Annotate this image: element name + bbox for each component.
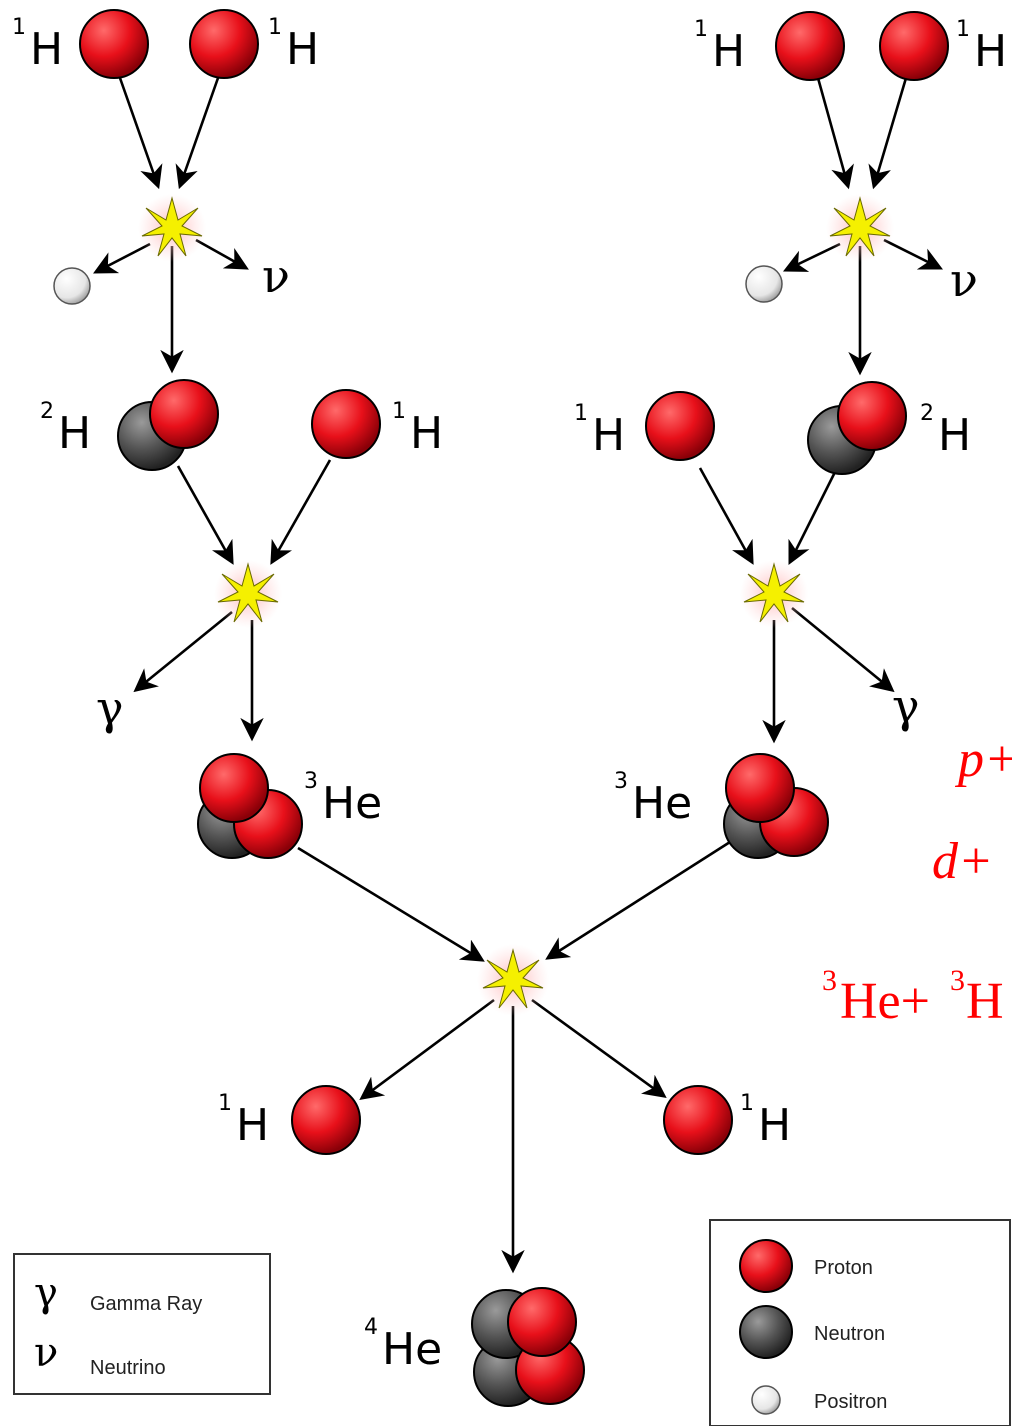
svg-text:3: 3	[614, 769, 628, 794]
proton-particle	[663, 1085, 733, 1155]
fusion-spark	[214, 560, 282, 628]
legend-neutron-label: Neutron	[814, 1323, 885, 1345]
isotope-label: 1 H	[574, 401, 625, 461]
equation-line-3: 3 He+ 3 H	[822, 964, 1004, 1030]
svg-text:2: 2	[920, 401, 934, 426]
proton-particle	[291, 1085, 361, 1155]
svg-text:H: H	[30, 24, 63, 75]
svg-text:1: 1	[268, 15, 282, 40]
svg-text:1: 1	[12, 15, 26, 40]
fusion-spark	[138, 194, 206, 262]
legend-positron-icon	[751, 1385, 781, 1415]
svg-text:He: He	[322, 778, 382, 829]
legend-proton-label: Proton	[814, 1257, 873, 1279]
neutrino-symbol: ν	[262, 249, 290, 303]
svg-text:2: 2	[40, 399, 54, 424]
gamma-symbol: γ	[892, 679, 920, 733]
isotope-label: 1 H	[268, 15, 319, 75]
proton-particle	[645, 391, 715, 461]
proton-particle	[189, 9, 259, 79]
legend-gamma-symbol: γ	[34, 1270, 58, 1316]
helium3-nucleus	[197, 753, 303, 859]
svg-text:3: 3	[304, 769, 318, 794]
svg-text:H: H	[966, 973, 1004, 1030]
legend-gamma-label: Gamma Ray	[90, 1293, 202, 1315]
svg-text:He+: He+	[840, 973, 930, 1030]
proton-particle	[775, 11, 845, 81]
fusion-spark	[740, 560, 808, 628]
isotope-label: 1 H	[956, 17, 1007, 77]
equation-line-1: p+	[954, 731, 1012, 788]
legend-neutrino-symbol: ν	[34, 1330, 58, 1376]
neutrino-symbol: ν	[950, 253, 978, 307]
svg-text:1: 1	[218, 1091, 232, 1116]
legend-neutrino-label: Neutrino	[90, 1357, 166, 1379]
svg-text:H: H	[974, 26, 1007, 77]
legend-positron-label: Positron	[814, 1391, 887, 1413]
svg-text:He: He	[632, 778, 692, 829]
fusion-spark	[477, 944, 549, 1016]
isotope-label: 3 He	[614, 769, 692, 829]
svg-text:4: 4	[364, 1315, 378, 1340]
legend-particles: Proton Neutron Positron	[709, 1219, 1011, 1426]
svg-text:H: H	[712, 26, 745, 77]
helium3-nucleus	[723, 753, 829, 859]
isotope-label: 1 H	[12, 15, 63, 75]
reaction-arrows	[93, 77, 943, 1274]
legend-radiation: γ Gamma Ray ν Neutrino	[13, 1253, 271, 1395]
positron-particle	[745, 265, 783, 303]
svg-text:1: 1	[574, 401, 588, 426]
svg-text:H: H	[286, 24, 319, 75]
isotope-label: 4 He	[364, 1315, 442, 1375]
svg-text:3: 3	[950, 964, 965, 997]
isotope-label: 1 H	[694, 17, 745, 77]
svg-text:H: H	[410, 408, 443, 459]
isotope-label: 1 H	[740, 1091, 791, 1151]
equation-line-2: d+	[932, 833, 993, 890]
isotope-label: 3 He	[304, 769, 382, 829]
fusion-spark	[826, 194, 894, 262]
svg-text:1: 1	[392, 399, 406, 424]
deuterium-nucleus	[117, 379, 219, 471]
svg-text:H: H	[236, 1100, 269, 1151]
gamma-symbol: γ	[96, 681, 124, 735]
legend-proton-icon	[739, 1239, 793, 1293]
svg-text:H: H	[938, 410, 971, 461]
isotope-label: 2 H	[40, 399, 91, 459]
helium4-nucleus	[471, 1287, 585, 1407]
svg-text:1: 1	[956, 17, 970, 42]
isotope-label: 1 H	[392, 399, 443, 459]
proton-particle	[879, 11, 949, 81]
positron-particle	[53, 267, 91, 305]
legend-neutron-icon	[739, 1305, 793, 1359]
svg-text:H: H	[758, 1100, 791, 1151]
isotope-label: 2 H	[920, 401, 971, 461]
proton-particle	[311, 389, 381, 459]
proton-particle	[79, 9, 149, 79]
svg-text:3: 3	[822, 964, 837, 997]
svg-text:He: He	[382, 1324, 442, 1375]
svg-text:1: 1	[694, 17, 708, 42]
svg-text:1: 1	[740, 1091, 754, 1116]
isotope-label: 1 H	[218, 1091, 269, 1151]
svg-text:H: H	[58, 408, 91, 459]
svg-text:H: H	[592, 410, 625, 461]
deuterium-nucleus	[807, 381, 907, 475]
